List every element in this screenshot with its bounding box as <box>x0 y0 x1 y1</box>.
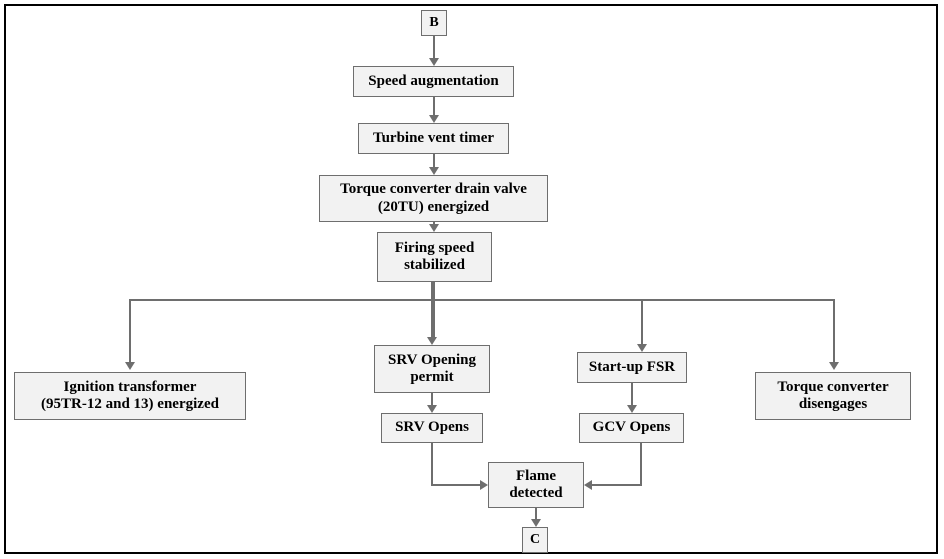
arrowhead-vent-timer <box>429 115 439 123</box>
arrowhead-speed-augmentation <box>429 58 439 66</box>
node-torque-converter-drain-valve-line1: Torque converter drain valve <box>340 181 527 198</box>
connector-vent-timer-to-drain-valve <box>433 154 435 167</box>
node-firing-speed-stabilized-line2: stabilized <box>404 257 465 273</box>
arrowhead-drain-valve <box>429 167 439 175</box>
node-flame-detected-line1: Flame <box>516 467 556 484</box>
node-firing-speed-stabilized-line1: Firing speed <box>394 239 475 256</box>
node-gcv-opens-label: GCV Opens <box>592 419 671 436</box>
node-entry-b-label: B <box>429 14 439 30</box>
connector-bus-to-ignition-transformer <box>129 299 131 362</box>
connector-flame-to-exit <box>535 508 537 519</box>
node-torque-converter-drain-valve-line2: (20TU) energized <box>377 198 490 215</box>
diagram-frame: B Speed augmentation Turbine vent timer … <box>4 4 938 554</box>
arrowhead-flame-detected-left <box>480 480 488 490</box>
node-turbine-vent-timer-label: Turbine vent timer <box>372 129 495 146</box>
connector-speed-augmentation-to-vent-timer <box>433 97 435 115</box>
connector-firing-speed-stem <box>431 282 435 300</box>
arrowhead-flame-detected-right <box>584 480 592 490</box>
connector-bus-to-srv-opening-permit <box>431 299 435 337</box>
connector-drain-valve-to-firing-speed <box>433 222 435 224</box>
node-turbine-vent-timer: Turbine vent timer <box>358 123 509 154</box>
connector-srv-permit-to-srv-opens <box>431 393 433 405</box>
node-startup-fsr: Start-up FSR <box>577 352 687 383</box>
connector-distribution-bus <box>129 299 834 301</box>
node-srv-opening-permit: SRV Opening permit <box>374 345 490 393</box>
connector-gcv-opens-to-flame <box>592 484 642 486</box>
arrowhead-gcv-opens <box>627 405 637 413</box>
arrowhead-torque-converter-disengages <box>829 362 839 370</box>
node-firing-speed-stabilized: Firing speed stabilized <box>377 232 492 282</box>
connector-gcv-opens-down <box>640 443 642 485</box>
node-torque-converter-disengages-line1: Torque converter <box>777 378 889 395</box>
connector-srv-opens-to-flame <box>431 484 480 486</box>
node-ignition-transformer-line2: (95TR-12 and 13) energized <box>41 396 219 412</box>
arrowhead-srv-opening-permit <box>427 337 437 345</box>
node-torque-converter-drain-valve: Torque converter drain valve (20TU) ener… <box>319 175 548 222</box>
node-srv-opening-permit-line1: SRV Opening <box>388 351 476 368</box>
connector-bus-to-torque-converter-disengages <box>833 299 835 362</box>
node-gcv-opens: GCV Opens <box>579 413 684 443</box>
node-srv-opens-label: SRV Opens <box>395 419 469 436</box>
node-srv-opens: SRV Opens <box>381 413 483 443</box>
node-torque-converter-disengages-line2: disengages <box>798 396 868 412</box>
connector-entry-to-speed-augmentation <box>433 36 435 58</box>
node-speed-augmentation: Speed augmentation <box>353 66 514 97</box>
node-speed-augmentation-label: Speed augmentation <box>368 72 499 89</box>
node-startup-fsr-label: Start-up FSR <box>588 358 676 375</box>
node-entry-b: B <box>421 10 447 36</box>
node-ignition-transformer-line1: Ignition transformer <box>63 378 197 395</box>
node-srv-opening-permit-line2: permit <box>410 369 454 385</box>
arrowhead-exit-c <box>531 519 541 527</box>
arrowhead-firing-speed <box>429 224 439 232</box>
node-flame-detected: Flame detected <box>488 462 584 508</box>
connector-srv-opens-down <box>431 443 433 485</box>
node-exit-c: C <box>522 527 548 553</box>
connector-bus-to-startup-fsr <box>641 299 643 344</box>
arrowhead-startup-fsr <box>637 344 647 352</box>
node-ignition-transformer: Ignition transformer (95TR-12 and 13) en… <box>14 372 246 420</box>
arrowhead-ignition-transformer <box>125 362 135 370</box>
node-flame-detected-line2: detected <box>509 485 563 501</box>
node-torque-converter-disengages: Torque converter disengages <box>755 372 911 420</box>
arrowhead-srv-opens <box>427 405 437 413</box>
connector-startup-fsr-to-gcv-opens <box>631 383 633 405</box>
node-exit-c-label: C <box>529 531 541 547</box>
